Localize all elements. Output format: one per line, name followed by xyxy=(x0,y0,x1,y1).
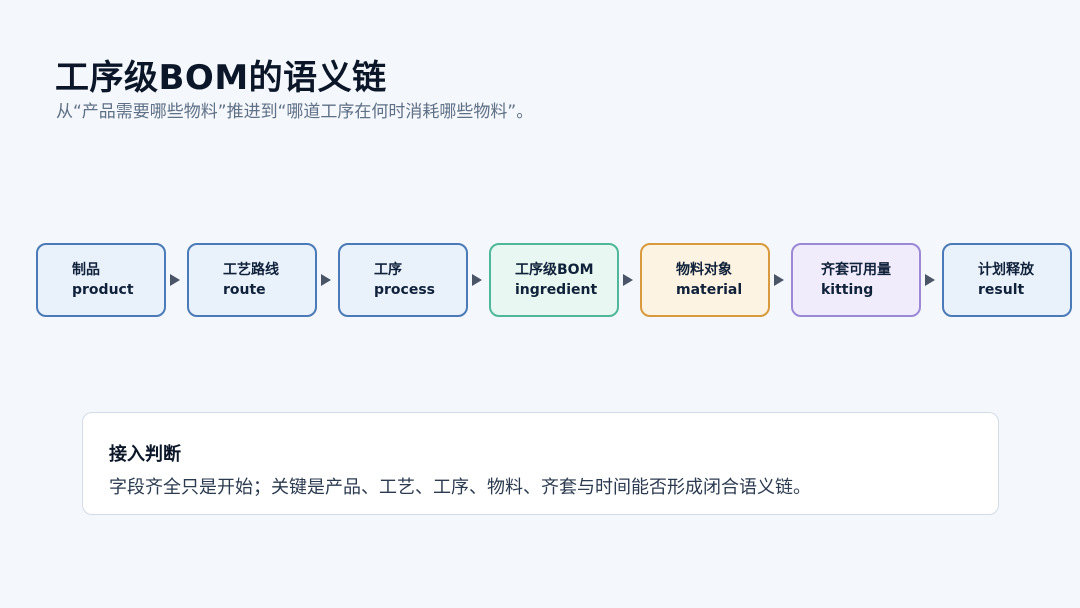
card-title: 接入判断 xyxy=(109,444,181,465)
arrow-right-icon xyxy=(472,274,482,286)
node-product-en: product xyxy=(72,282,134,298)
page-subtitle: 从“产品需要哪些物料”推进到“哪道工序在何时消耗哪些物料”。 xyxy=(56,102,534,122)
node-ingredient-zh: 工序级BOM xyxy=(515,262,594,278)
node-material-en: material xyxy=(676,282,743,298)
node-material-zh: 物料对象 xyxy=(676,262,732,278)
node-kitting: 齐套可用量 kitting xyxy=(791,243,921,317)
node-result-en: result xyxy=(978,282,1025,298)
node-result-zh: 计划释放 xyxy=(978,262,1034,278)
node-kitting-zh: 齐套可用量 xyxy=(821,262,891,278)
arrow-right-icon xyxy=(623,274,633,286)
arrow-right-icon xyxy=(925,274,935,286)
node-process-zh: 工序 xyxy=(374,262,402,278)
card-body: 字段齐全只是开始；关键是产品、工艺、工序、物料、齐套与时间能否形成闭合语义链。 xyxy=(109,477,811,498)
arrow-right-icon xyxy=(774,274,784,286)
node-ingredient: 工序级BOM ingredient xyxy=(489,243,619,317)
arrow-right-icon xyxy=(321,274,331,286)
node-route-en: route xyxy=(223,282,266,298)
node-route-zh: 工艺路线 xyxy=(223,262,279,278)
node-process-en: process xyxy=(374,282,436,298)
node-ingredient-en: ingredient xyxy=(515,282,598,298)
node-route: 工艺路线 route xyxy=(187,243,317,317)
node-product-zh: 制品 xyxy=(72,262,100,278)
arrow-right-icon xyxy=(170,274,180,286)
node-process: 工序 process xyxy=(338,243,468,317)
judgment-card: 接入判断 字段齐全只是开始；关键是产品、工艺、工序、物料、齐套与时间能否形成闭合… xyxy=(82,412,999,515)
page-title: 工序级BOM的语义链 xyxy=(55,58,387,98)
semantic-chain-flow: 制品 product 工艺路线 route 工序 process 工序级BOM … xyxy=(36,243,1076,319)
node-kitting-en: kitting xyxy=(821,282,874,298)
node-material: 物料对象 material xyxy=(640,243,770,317)
node-result: 计划释放 result xyxy=(942,243,1072,317)
node-product: 制品 product xyxy=(36,243,166,317)
